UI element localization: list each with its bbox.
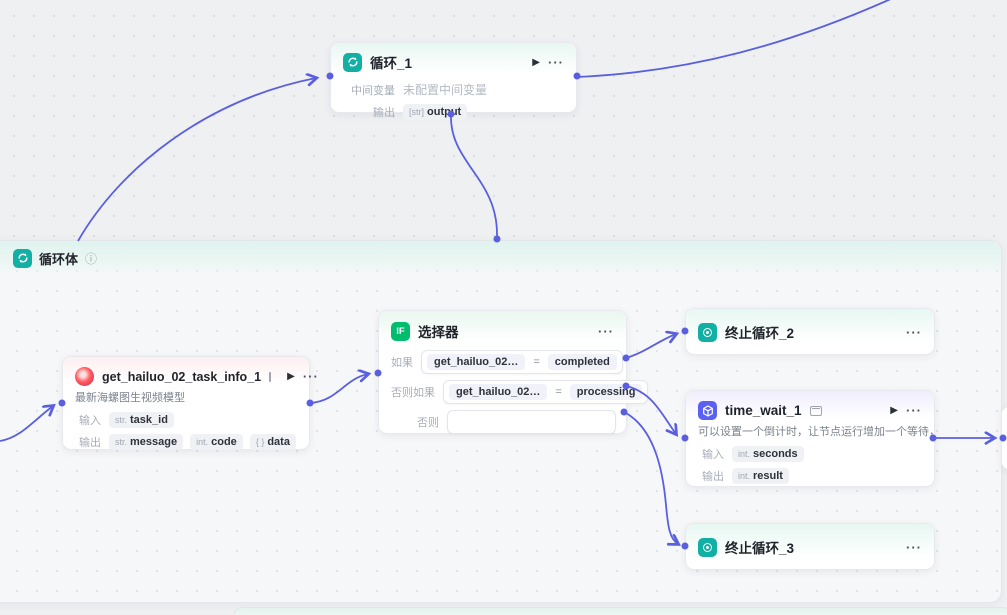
row-label: 输入: [79, 415, 101, 427]
output-badge: int. code: [190, 434, 243, 450]
if-icon: IF: [391, 321, 410, 341]
node-header: 终止循环_3 ···: [686, 524, 934, 563]
condition-right-operand[interactable]: completed: [547, 354, 617, 370]
badge-name: code: [211, 436, 237, 448]
node-header: 终止循环_2 ···: [686, 309, 934, 348]
more-button[interactable]: ···: [906, 324, 922, 340]
run-button[interactable]: ▶: [890, 405, 898, 416]
hailuo-plugin-icon: [75, 367, 94, 386]
type-tag: [str]: [409, 107, 424, 117]
adjacent-container-top: [233, 607, 1007, 615]
info-icon[interactable]: ⓘ: [85, 251, 98, 266]
terminate-loop-icon: [698, 537, 717, 557]
node-title: 循环_1: [370, 56, 413, 71]
condition-label: 否则: [417, 417, 439, 429]
more-button[interactable]: ···: [548, 54, 564, 70]
condition-label: 如果: [391, 357, 413, 369]
node-loop-1[interactable]: 循环_1 ▶ ··· 中间变量 未配置中间变量 输出 [str] output: [330, 42, 577, 120]
node-header: IF 选择器 ···: [379, 311, 626, 347]
condition-box[interactable]: get_hailuo_02… = processing: [443, 380, 649, 404]
output-badge: str. message: [109, 434, 184, 450]
more-button[interactable]: ···: [906, 539, 922, 555]
offscreen-node-partial[interactable]: [1001, 406, 1007, 470]
cube-icon: [698, 401, 717, 420]
badge-name: output: [427, 106, 462, 118]
mid-var-value: 未配置中间变量: [403, 83, 488, 97]
node-title: 选择器: [418, 325, 459, 340]
type-tag: int.: [738, 471, 751, 481]
loop-icon: [13, 248, 32, 268]
terminate-loop-icon: [698, 322, 717, 342]
node-terminate-loop-2[interactable]: 终止循环_2 ···: [685, 308, 935, 355]
node-description: 可以设置一个倒计时，让节点运行增加一个等待，可搭配异步…: [698, 426, 934, 438]
condition-row-else: 否则: [379, 407, 626, 437]
output-badge: [str] output: [403, 104, 468, 120]
badge-name: message: [130, 436, 178, 448]
more-button[interactable]: ···: [302, 369, 319, 384]
node-header: time_wait_1 ▶ ···: [686, 391, 934, 423]
type-tag: int.: [196, 437, 209, 447]
node-description: 最新海螺图生视频模型: [75, 392, 185, 404]
row-label: 输出: [79, 437, 101, 449]
input-badge: str. task_id: [109, 412, 174, 428]
plugin-badge-icon: [809, 405, 822, 416]
loop-body-title: 循环体: [39, 251, 79, 267]
node-header: get_hailuo_02_task_info_1 ▶ ···: [63, 357, 318, 389]
condition-label: 否则如果: [391, 387, 435, 399]
output-badge: int. result: [732, 468, 789, 484]
condition-left-operand[interactable]: get_hailuo_02…: [449, 384, 548, 400]
more-button[interactable]: ···: [906, 403, 922, 418]
row-label: 输出: [373, 107, 395, 119]
output-badge: { } data: [249, 434, 296, 450]
badge-name: task_id: [130, 414, 168, 426]
badge-name: data: [267, 436, 290, 448]
node-title: 终止循环_2: [725, 326, 795, 341]
node-terminate-loop-3[interactable]: 终止循环_3 ···: [685, 523, 935, 570]
type-tag: str.: [115, 437, 128, 447]
type-tag: str.: [115, 415, 128, 425]
type-tag: { }: [255, 437, 265, 447]
node-title: get_hailuo_02_task_info_1: [102, 369, 262, 384]
node-get-hailuo-02-task-info-1[interactable]: get_hailuo_02_task_info_1 ▶ ··· 最新海螺图生视频…: [62, 356, 318, 450]
run-button[interactable]: ▶: [287, 371, 295, 382]
condition-box[interactable]: [447, 410, 616, 434]
node-title: 终止循环_3: [725, 541, 795, 556]
badge-name: seconds: [753, 448, 798, 460]
edge-loop1-out-top-right: [576, 0, 891, 78]
row-label: 输出: [702, 471, 724, 483]
run-button[interactable]: ▶: [532, 56, 540, 68]
node-time-wait-1[interactable]: time_wait_1 ▶ ··· 可以设置一个倒计时，让节点运行增加一个等待，…: [685, 390, 935, 487]
more-button[interactable]: ···: [598, 323, 614, 339]
edge-in-to-loop1: [77, 78, 316, 242]
badge-name: result: [753, 470, 783, 482]
plugin-badge-icon: [269, 371, 272, 382]
edge-loop1-to-loop-body: [450, 113, 498, 237]
condition-right-operand[interactable]: processing: [569, 384, 643, 400]
condition-operator: =: [555, 386, 562, 398]
row-label: 输入: [702, 449, 724, 461]
row-label: 中间变量: [351, 84, 395, 97]
node-title: time_wait_1: [725, 403, 802, 418]
input-badge: int. seconds: [732, 446, 804, 462]
condition-box[interactable]: get_hailuo_02… = completed: [421, 350, 623, 374]
condition-left-operand[interactable]: get_hailuo_02…: [427, 354, 526, 370]
node-header: 循环_1 ▶ ···: [331, 43, 576, 78]
condition-row-elseif: 否则如果 get_hailuo_02… = processing: [379, 377, 649, 407]
loop-icon: [343, 52, 362, 72]
condition-operator: =: [533, 356, 540, 368]
condition-row-if: 如果 get_hailuo_02… = completed: [379, 347, 626, 377]
type-tag: int.: [738, 449, 751, 459]
node-selector[interactable]: IF 选择器 ··· 如果 get_hailuo_02… = completed…: [378, 310, 649, 437]
loop-body-header: 循环体 ⓘ: [0, 241, 1001, 275]
